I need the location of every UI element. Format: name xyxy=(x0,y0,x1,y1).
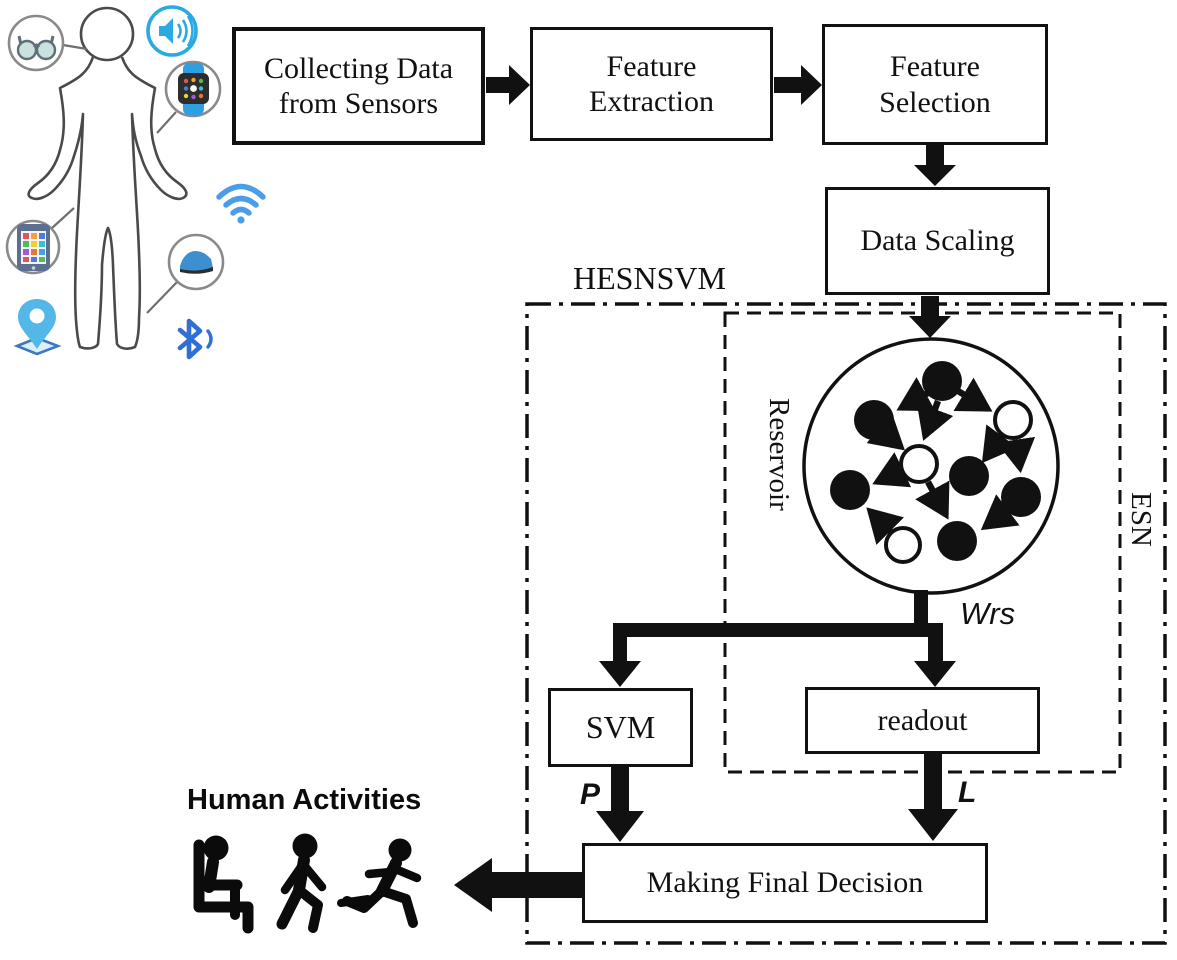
arrow-collecting-to-extraction xyxy=(486,65,530,105)
feature-selection-line1: Feature xyxy=(890,50,980,84)
l-signal-label: L xyxy=(958,776,977,809)
speaker-audio-icon xyxy=(146,5,198,57)
human-activities-title: Human Activities xyxy=(187,784,422,816)
feature-extraction-line1: Feature xyxy=(606,49,697,83)
arrow-scaling-to-reservoir xyxy=(909,296,951,338)
body-sensors-illustration xyxy=(5,5,266,360)
p-signal-label: P xyxy=(580,778,601,811)
hesnsvm-group-border xyxy=(525,302,1167,945)
bluetooth-icon xyxy=(177,318,213,360)
smartphone-icon xyxy=(5,219,61,275)
feature-selection-line2: Selection xyxy=(879,85,991,119)
arrow-svm-to-decision xyxy=(596,811,644,842)
reservoir-label: Reservoir xyxy=(763,398,795,511)
readout-label: readout xyxy=(877,703,968,737)
feature-selection-box: Feature Selection xyxy=(822,24,1048,145)
human-body-outline xyxy=(27,6,188,350)
svm-label: SVM xyxy=(585,708,656,745)
making-final-decision-box: Making Final Decision xyxy=(582,843,988,923)
collecting-data-line2: from Sensors xyxy=(278,87,439,120)
svm-box: SVM xyxy=(548,688,693,767)
wrs-signal-label: Wrs xyxy=(960,596,1016,631)
location-pin-icon xyxy=(13,299,62,356)
collecting-data-box: Collecting Data from Sensors xyxy=(232,27,485,145)
readout-box: readout xyxy=(805,687,1040,754)
arrow-decision-to-activities xyxy=(454,858,492,912)
arrow-selection-to-scaling xyxy=(914,145,956,186)
arrow-branch-to-readout xyxy=(914,661,956,687)
running-person-icon xyxy=(337,838,422,928)
feature-extraction-line2: Extraction xyxy=(589,85,714,118)
data-scaling-box: Data Scaling xyxy=(825,187,1050,295)
reservoir-nodes xyxy=(830,361,1041,564)
feature-extraction-box: Feature Extraction xyxy=(530,27,773,141)
branch-bar xyxy=(613,623,943,637)
reservoir-network xyxy=(802,337,1060,595)
sitting-person-icon xyxy=(193,835,254,934)
flow-arrows xyxy=(454,65,958,912)
sensor-connector-lines xyxy=(51,43,179,314)
esn-group-label: ESN xyxy=(1125,492,1157,547)
collecting-data-line1: Collecting Data xyxy=(263,51,454,85)
human-activity-icons xyxy=(193,833,422,934)
making-final-decision-label: Making Final Decision xyxy=(646,866,924,900)
reservoir-connections xyxy=(866,377,1036,546)
arrow-branch-to-svm xyxy=(599,661,641,687)
shoe-icon xyxy=(167,233,225,291)
arrow-extraction-to-selection xyxy=(774,65,822,105)
wifi-icon xyxy=(216,183,266,224)
smartwatch-icon xyxy=(164,60,222,118)
esn-group-border xyxy=(723,311,1122,774)
arrow-readout-to-decision xyxy=(908,809,958,841)
data-scaling-label: Data Scaling xyxy=(860,224,1015,258)
walking-person-icon xyxy=(276,833,327,933)
hesnsvm-group-label: HESNSVM xyxy=(573,260,726,296)
eyeglasses-icon xyxy=(7,14,65,72)
